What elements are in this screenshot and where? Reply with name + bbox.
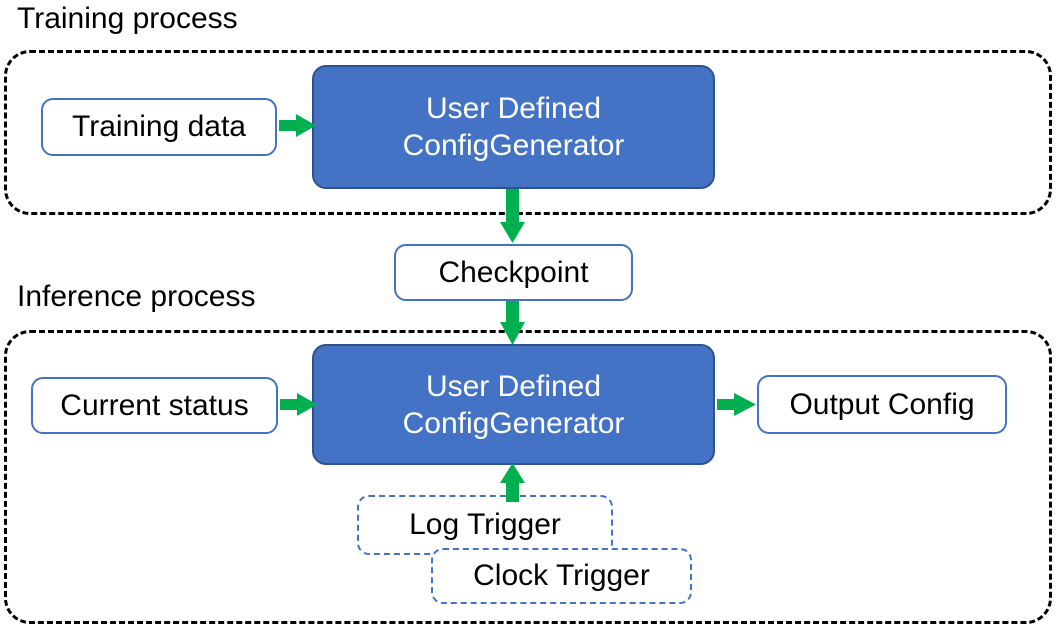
checkpoint-node[interactable]: Checkpoint [394, 244, 633, 301]
training-generator-line-1: User Defined [425, 92, 602, 125]
inference-process-title: Inference process [17, 280, 256, 313]
training-process-container [4, 50, 1052, 215]
inference-generator-line-2: ConfigGenerator [402, 406, 625, 440]
inference-config-generator-node[interactable]: User Defined ConfigGenerator [312, 344, 715, 465]
clock-trigger-node[interactable]: Clock Trigger [431, 548, 692, 604]
inference-process-container [4, 330, 1052, 624]
output-config-node[interactable]: Output Config [757, 375, 1007, 434]
log-trigger-node[interactable]: Log Trigger [357, 495, 613, 555]
training-data-node[interactable]: Training data [41, 98, 277, 156]
inference-generator-line-1: User Defined [425, 369, 602, 403]
training-config-generator-node[interactable]: User Defined ConfigGenerator [312, 65, 715, 189]
training-process-title: Training process [17, 2, 238, 35]
current-status-node[interactable]: Current status [31, 377, 278, 434]
training-generator-line-2: ConfigGenerator [402, 129, 625, 162]
